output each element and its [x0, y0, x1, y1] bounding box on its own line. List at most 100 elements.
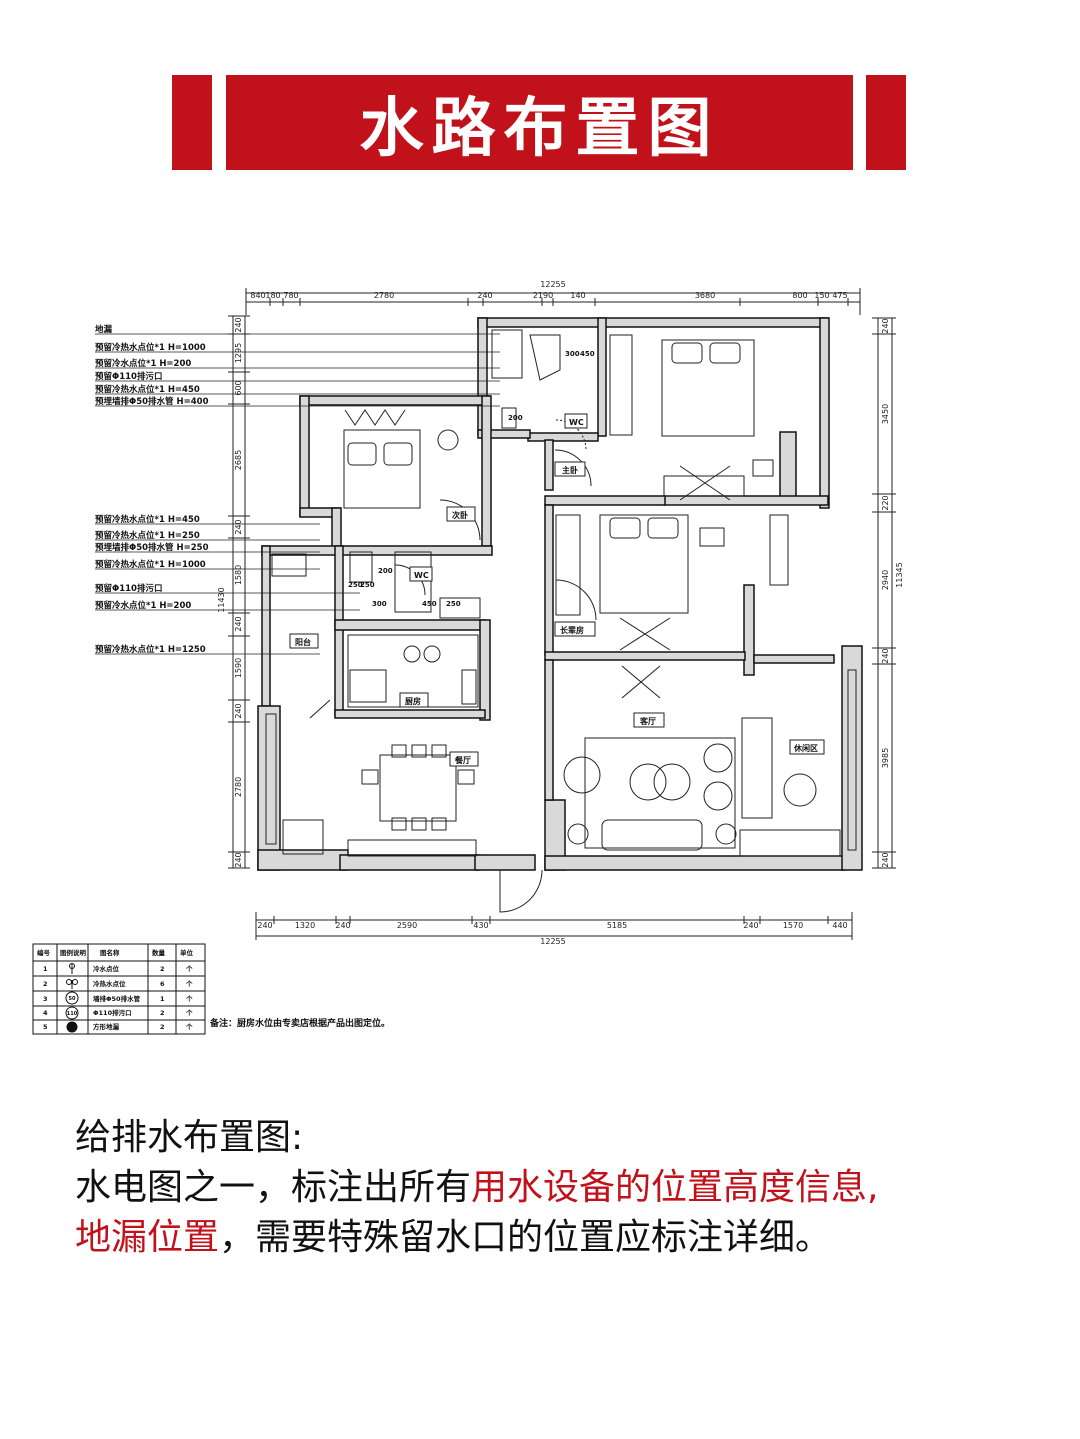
annotation-label: 预留冷热水点位*1 H=1000: [95, 342, 206, 353]
legend-row-unit: 个: [185, 994, 193, 1003]
dim-left-segment: 240: [234, 616, 243, 631]
legend-row-name: 冷水点位: [93, 964, 120, 973]
dim-top-segment: 150: [814, 291, 829, 300]
annotation-label: 预留冷水点位*1 H=200: [95, 358, 191, 369]
dim-right-total: 11345: [895, 562, 904, 587]
annotation-label: 预留冷热水点位*1 H=450: [95, 384, 200, 395]
caption-line-3: 地漏位置，需要特殊留水口的位置应标注详细。: [75, 1212, 1035, 1264]
legend-header: 数量: [152, 948, 166, 957]
banner-left-bar: [172, 75, 212, 170]
legend-row-no: 1: [43, 965, 48, 973]
legend-icon-50: 50: [69, 996, 76, 1002]
dim-left-segment: 1580: [234, 565, 243, 585]
annotation-label: 预埋墙排Φ50排水管 H=250: [95, 542, 209, 553]
room-secondary-bedroom: 次卧: [452, 510, 468, 520]
fixture-mark: 250: [360, 581, 375, 589]
dim-top-total: 12255: [540, 280, 565, 289]
fixture-mark: 250: [446, 600, 461, 608]
legend-row-unit: 个: [185, 979, 193, 988]
room-wc-2: WC: [414, 571, 429, 580]
annotation-label: 预留冷热水点位*1 H=250: [95, 530, 200, 541]
room-living: 客厅: [639, 716, 656, 726]
fixture-mark: 300: [372, 600, 387, 608]
dim-top-segment: 140: [570, 291, 585, 300]
annotation-label: 预留冷热水点位*1 H=1250: [95, 644, 206, 655]
room-wc-1: WC: [569, 418, 584, 427]
dim-bottom-segment: 430: [473, 921, 488, 930]
dim-top-segment: 240: [477, 291, 492, 300]
annotation-label: 预埋墙排Φ50排水管 H=400: [95, 396, 209, 407]
dim-bottom-segment: 240: [743, 921, 758, 930]
dim-right-segment: 3985: [881, 748, 890, 768]
legend-row-no: 4: [43, 1009, 48, 1017]
room-balcony: 阳台: [295, 637, 311, 647]
legend-row-unit: 个: [185, 1022, 193, 1031]
dim-top-segment: 2190: [533, 291, 553, 300]
legend-note: 备注：厨房水位由专卖店根据产品出图定位。: [210, 1019, 391, 1029]
legend-row-no: 3: [43, 995, 48, 1003]
fixture-mark: 200: [508, 414, 523, 422]
caption-text: ，需要特殊留水口的位置应标注详细。: [219, 1217, 832, 1258]
dim-left-segment: 600: [234, 380, 243, 395]
legend-table: [32, 943, 206, 1035]
room-master-bedroom: 主卧: [562, 465, 578, 475]
legend-row-qty: 2: [160, 1009, 165, 1017]
annotation-label: 预留冷热水点位*1 H=1000: [95, 559, 206, 570]
legend-row-unit: 个: [185, 964, 193, 973]
legend-header: 图例说明: [60, 948, 87, 957]
legend-header: 编号: [37, 948, 51, 957]
banner-title: 水路布置图: [226, 75, 853, 170]
room-dining: 餐厅: [454, 755, 471, 765]
legend-row-name: 冷热水点位: [93, 979, 126, 988]
dim-bottom-segment: 1570: [783, 921, 803, 930]
dim-right-segment: 3450: [881, 404, 890, 424]
caption-highlight: 地漏位置: [75, 1217, 220, 1258]
room-leisure: 休闲区: [793, 743, 818, 753]
dim-left-total: 11430: [217, 587, 226, 612]
dim-left-segment: 1590: [234, 658, 243, 678]
dim-right-segment: 220: [881, 495, 890, 510]
fixture-mark: 200: [378, 567, 393, 575]
caption-line-1: 给排水布置图:: [75, 1112, 1035, 1164]
dim-right-segment: 240: [881, 648, 890, 663]
legend-row-qty: 2: [160, 1023, 165, 1031]
caption-title: 给排水布置图:: [75, 1117, 304, 1158]
dim-left-segment: 240: [234, 317, 243, 332]
dim-left-segment: 240: [234, 703, 243, 718]
legend-row-name: 墙排Φ50排水管: [93, 994, 141, 1003]
floor-plan-drawing: 12255 12255 8401807802780240219014036808…: [32, 280, 904, 1035]
fixture-mark: 450: [580, 350, 595, 358]
dim-left-segment: 1295: [234, 343, 243, 363]
banner-right-bar: [866, 75, 906, 170]
dim-left-segment: 2780: [234, 777, 243, 797]
annotation-label: 预留冷水点位*1 H=200: [95, 600, 191, 611]
dim-bottom-segment: 1320: [295, 921, 315, 930]
dim-bottom-segment: 2590: [397, 921, 417, 930]
dim-top-segment: 475: [832, 291, 847, 300]
room-elder: 长辈房: [560, 625, 584, 635]
legend-row-qty: 6: [160, 980, 165, 988]
caption-text: 水电图之一，标注出所有: [75, 1167, 472, 1208]
dim-bottom-segment: 240: [257, 921, 272, 930]
dim-right-segment: 240: [881, 852, 890, 867]
legend-row-no: 5: [43, 1023, 48, 1031]
room-kitchen: 厨房: [405, 696, 421, 706]
dim-bottom-total: 12255: [540, 937, 565, 946]
dim-top-segment: 180: [265, 291, 280, 300]
legend-header: 单位: [180, 948, 194, 957]
legend-header: 图名称: [100, 948, 120, 957]
caption-line-2: 水电图之一，标注出所有用水设备的位置高度信息,: [75, 1162, 1035, 1214]
dim-right-segment: 240: [881, 318, 890, 333]
annotation-label: 预留Φ110排污口: [95, 371, 162, 382]
dim-top-segment: 800: [792, 291, 807, 300]
dim-left-segment: 2685: [234, 450, 243, 470]
annotation-label: 预留Φ110排污口: [95, 583, 162, 594]
annotation-label: 预留冷热水点位*1 H=450: [95, 514, 200, 525]
legend-row-qty: 1: [160, 995, 165, 1003]
legend-row-name: Φ110排污口: [93, 1008, 132, 1017]
dim-left-segment: 240: [234, 852, 243, 867]
dim-top-segment: 2780: [374, 291, 394, 300]
dim-bottom-segment: 440: [832, 921, 847, 930]
dim-right-segment: 2940: [881, 570, 890, 590]
annotation-label: 地漏: [95, 324, 113, 335]
